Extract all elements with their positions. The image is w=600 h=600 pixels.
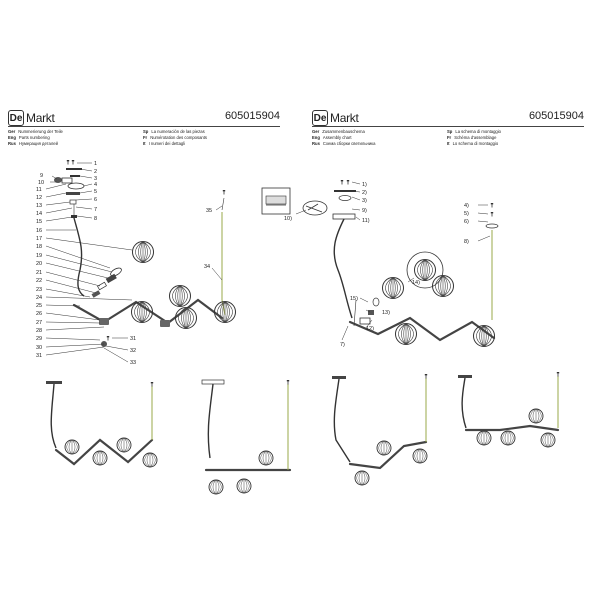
- logo-mark: De: [312, 110, 328, 126]
- svg-text:6): 6): [464, 219, 469, 225]
- svg-text:8: 8: [94, 216, 97, 222]
- svg-text:11: 11: [36, 187, 42, 193]
- svg-text:4): 4): [464, 203, 469, 209]
- part-leaders: [45, 162, 223, 363]
- svg-text:15: 15: [36, 219, 42, 225]
- svg-text:1): 1): [362, 182, 367, 188]
- svg-text:18: 18: [36, 244, 42, 250]
- svg-text:31: 31: [130, 336, 136, 342]
- brand-logo: De Markt: [312, 110, 359, 126]
- logo-word: Markt: [330, 111, 359, 125]
- svg-text:33: 33: [130, 360, 136, 366]
- svg-text:20: 20: [36, 261, 42, 267]
- svg-text:25: 25: [36, 303, 42, 309]
- variant-3: [332, 373, 428, 486]
- svg-text:5): 5): [464, 211, 469, 217]
- parts-diagram: 1 2 3 4 5 6 7 8 9 10 11 12 13 14 15 16 1…: [36, 159, 236, 366]
- svg-text:5: 5: [94, 189, 97, 195]
- svg-text:16: 16: [36, 228, 42, 234]
- svg-text:12: 12: [36, 195, 42, 201]
- svg-text:14: 14: [36, 211, 42, 217]
- logo-mark: De: [8, 110, 24, 126]
- svg-text:22: 22: [36, 278, 42, 284]
- article-number: 605015904: [224, 110, 280, 122]
- svg-text:10: 10: [38, 180, 44, 186]
- svg-text:9: 9: [40, 173, 43, 179]
- bulb-detail: [406, 251, 444, 289]
- svg-text:29: 29: [36, 336, 42, 342]
- svg-text:13): 13): [382, 310, 390, 316]
- svg-text:19: 19: [36, 253, 42, 259]
- svg-text:9): 9): [362, 208, 367, 214]
- svg-text:14): 14): [412, 280, 420, 286]
- svg-text:7: 7: [94, 207, 97, 213]
- svg-text:28: 28: [36, 328, 42, 334]
- svg-text:3): 3): [362, 198, 367, 204]
- svg-text:2): 2): [362, 190, 367, 196]
- svg-text:26: 26: [36, 311, 42, 317]
- svg-text:7): 7): [340, 342, 345, 348]
- variant-1: [46, 381, 158, 468]
- svg-text:21: 21: [36, 270, 42, 276]
- svg-text:15): 15): [350, 296, 358, 302]
- svg-text:1: 1: [94, 161, 97, 167]
- svg-text:32: 32: [130, 348, 136, 354]
- svg-text:24: 24: [36, 295, 42, 301]
- svg-text:12): 12): [366, 326, 374, 332]
- svg-text:23: 23: [36, 287, 42, 293]
- ceiling-detail-box: [261, 187, 291, 215]
- svg-text:11): 11): [362, 218, 370, 224]
- svg-text:10): 10): [284, 216, 292, 222]
- svg-text:2: 2: [94, 169, 97, 175]
- assembly-diagram: 1) 2) 3) 9) 11) 10) 4) 5) 6) 8) 14) 15) …: [261, 179, 499, 348]
- svg-text:4: 4: [94, 182, 97, 188]
- article-number: 605015904: [528, 110, 584, 122]
- svg-text:27: 27: [36, 320, 42, 326]
- svg-text:17: 17: [36, 236, 42, 242]
- part-numbers: 1 2 3 4 5 6 7 8 9 10 11 12 13 14 15 16 1…: [36, 161, 212, 366]
- svg-text:31: 31: [36, 353, 42, 359]
- svg-text:34: 34: [204, 264, 210, 270]
- header-rule: [312, 126, 584, 127]
- svg-text:13: 13: [36, 203, 42, 209]
- step-labels: 1) 2) 3) 9) 11) 10) 4) 5) 6) 8) 14) 15) …: [284, 182, 469, 348]
- header-rule: [8, 126, 280, 127]
- svg-text:35: 35: [206, 208, 212, 214]
- svg-text:30: 30: [36, 345, 42, 351]
- variant-4: [458, 371, 560, 448]
- svg-text:3: 3: [94, 176, 97, 182]
- svg-text:8): 8): [464, 239, 469, 245]
- svg-text:6: 6: [94, 197, 97, 203]
- variant-2: [201, 379, 292, 495]
- brand-logo: De Markt: [8, 110, 55, 126]
- logo-word: Markt: [26, 111, 55, 125]
